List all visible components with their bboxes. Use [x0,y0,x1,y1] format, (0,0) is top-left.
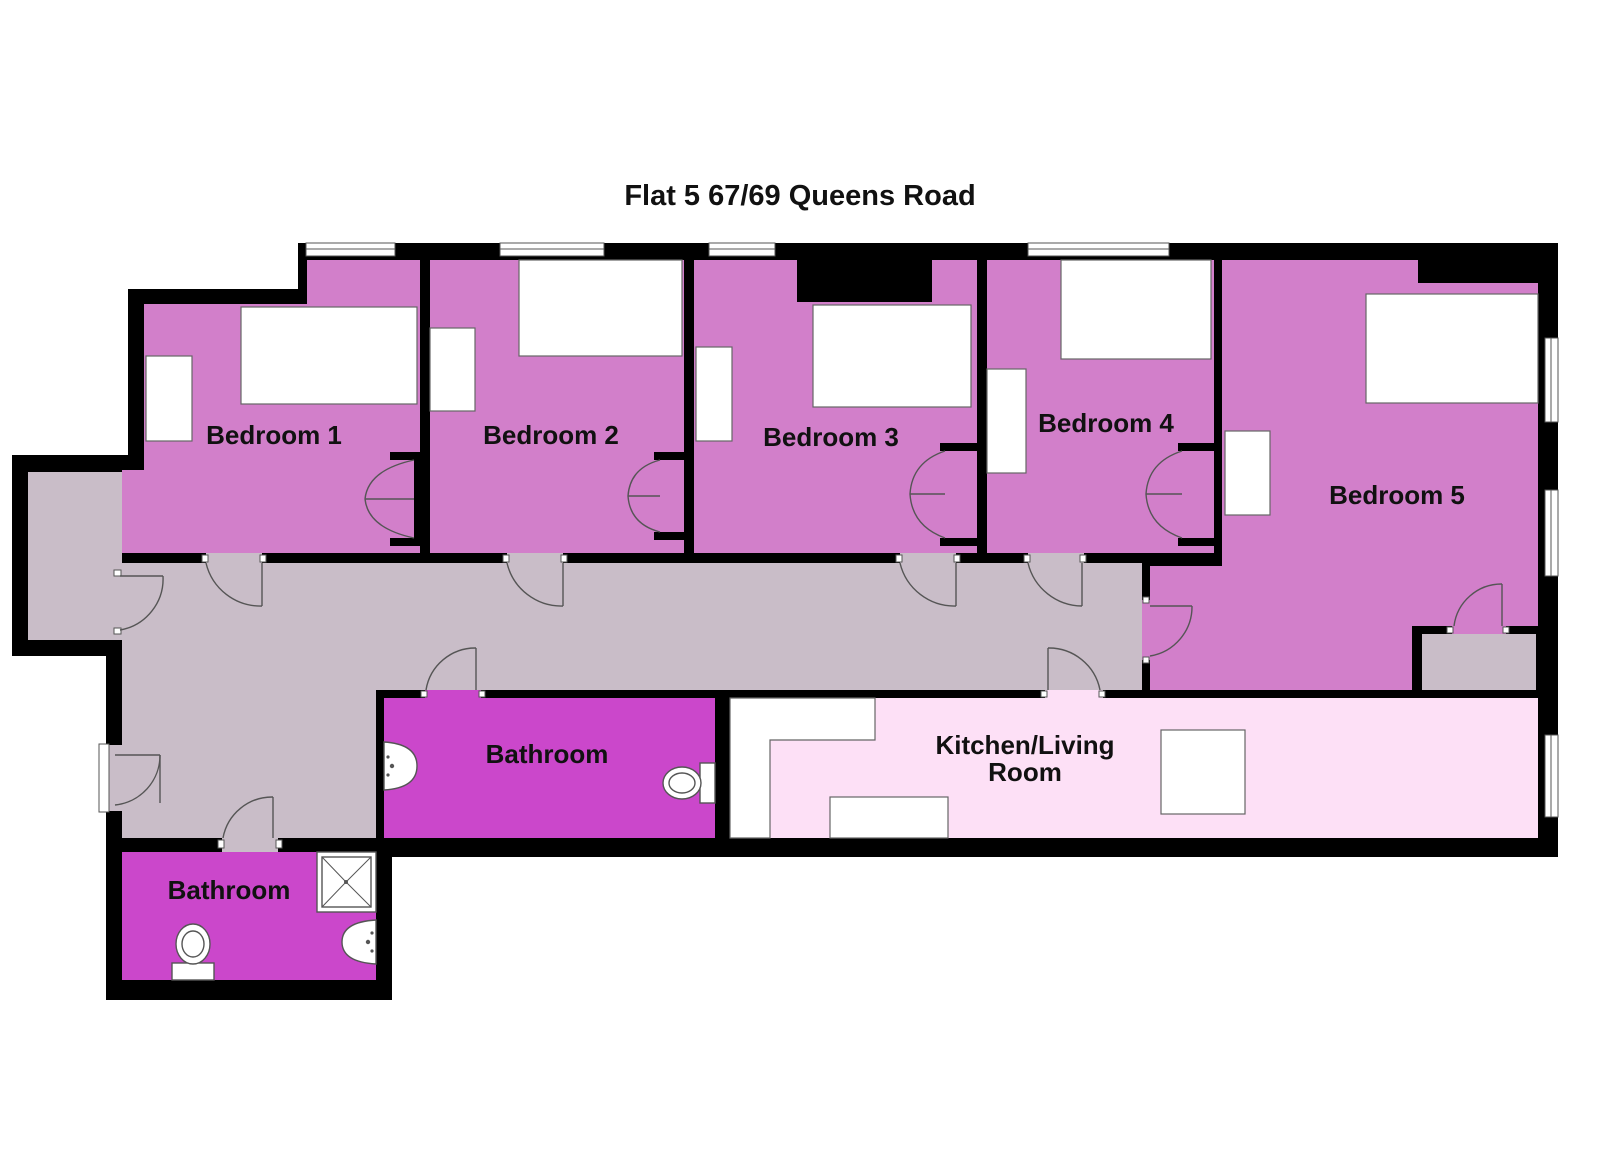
desk-b1 [145,355,193,442]
door-b3 [895,553,961,607]
bed-b3 [812,304,972,408]
door-b5-cupboard [1446,583,1510,634]
label-bedroom-5: Bedroom 5 [1329,480,1465,510]
wall-b2-b3 [684,255,694,558]
interior-walls [122,255,1546,852]
bed-b5 [1365,293,1539,404]
basin-ensuite-icon [341,919,377,965]
door-b1 [201,553,267,607]
wall-hall-bath-kitchen [376,690,1546,698]
bathroom-main-fill [384,698,715,838]
kitchen-worktop [729,697,876,839]
windows [305,242,1559,818]
bedroom-5-cupboard-fill [1422,634,1536,690]
door-bathroom-ensuite [217,796,283,852]
desk-b5 [1224,430,1271,516]
door-store [112,569,164,635]
toilet-ensuite-icon [171,923,215,981]
label-kitchen-line2: Room [988,757,1062,787]
desk-b3 [695,346,733,442]
label-bedroom-3: Bedroom 3 [763,422,899,452]
wall-bath-kitchen [715,698,730,838]
label-bedroom-2: Bedroom 2 [483,420,619,450]
bed-b1 [240,306,418,405]
wall-b1-b2 [420,255,430,558]
label-bedroom-1: Bedroom 1 [206,420,342,450]
label-bathroom-main: Bathroom [486,739,609,769]
bed-b2 [518,259,683,357]
plan-title: Flat 5 67/69 Queens Road [624,180,975,212]
desk-b2 [429,327,476,412]
hallway-fill [28,472,1142,838]
label-bedroom-4: Bedroom 4 [1038,408,1174,438]
doors [98,553,1510,852]
wardrobe-b3 [909,443,977,546]
door-entrance [98,743,161,813]
label-kitchen-line1: Kitchen/Living [935,730,1114,760]
wall-b4-b5 [1214,255,1222,563]
label-bathroom-ensuite: Bathroom [168,875,291,905]
wall-b5-hall-top [1142,558,1222,566]
wall-b3-b4 [977,255,987,558]
door-bathroom-main [420,647,486,698]
wardrobe-doors [364,443,1214,546]
wardrobe-b2 [627,452,684,540]
wardrobe-b1 [364,452,420,546]
shower-icon [316,851,377,913]
door-b4 [1023,553,1087,607]
kitchen-counter [829,796,949,839]
fixtures [171,741,716,981]
basin-main-icon [383,741,418,791]
door-b2 [502,553,568,607]
wall-b5-cupboard-side [1412,626,1422,692]
wardrobe-b4 [1145,443,1214,546]
door-b5 [1142,596,1193,664]
furniture [145,259,1539,839]
door-kitchen [1040,647,1106,698]
wall-bedrooms-hall [122,553,1222,563]
bed-b4 [1060,259,1212,360]
desk-b4 [986,368,1027,474]
kitchen-table [1160,729,1246,815]
toilet-main-icon [662,762,716,804]
room-labels: Bedroom 1 Bedroom 2 Bedroom 3 Bedroom 4 … [168,408,1465,905]
wall-hall-bath-side [376,690,384,840]
